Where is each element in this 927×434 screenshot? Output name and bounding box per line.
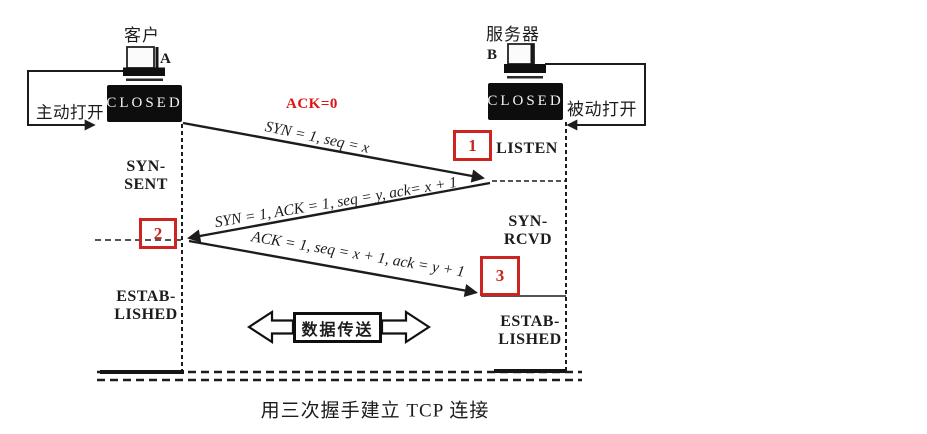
server-closed-state-box: CLOSED [487, 83, 563, 120]
client-closed-state-box: CLOSED [106, 85, 182, 122]
passive-open-label: 被动打开 [567, 100, 637, 119]
active-open-label: 主动打开 [36, 103, 104, 122]
step-marker-2: 2 [139, 218, 177, 249]
client-state-established: ESTAB- LISHED [114, 287, 178, 323]
client-state-syn-sent: SYN- SENT [124, 157, 168, 193]
client-computer-icon [123, 46, 165, 81]
server-title: 服务器 [486, 25, 540, 44]
server-state-syn-rcvd: SYN- RCVD [503, 212, 553, 248]
client-host-letter: A [160, 51, 171, 67]
data-transfer-left-arrow-icon [246, 309, 295, 345]
client-title: 客户 [124, 26, 160, 45]
ack-flag-note: ACK=0 [286, 96, 338, 112]
passive-open-arrow [545, 63, 646, 131]
active-open-arrow [27, 70, 123, 131]
segment-ack-arrow [188, 239, 478, 298]
step-marker-3: 3 [480, 256, 520, 296]
server-computer-icon [504, 43, 546, 79]
server-state-established: ESTAB- LISHED [498, 312, 562, 348]
diagram-caption: 用三次握手建立 TCP 连接 [260, 400, 490, 422]
server-host-letter: B [487, 47, 498, 63]
server-state-listen: LISTEN [496, 139, 558, 157]
data-transfer-box: 数据传送 [293, 312, 382, 343]
segment-syn-arrow [182, 121, 485, 183]
segment-synack-arrow [187, 181, 491, 243]
data-transfer-right-arrow-icon [380, 309, 432, 345]
step-marker-1: 1 [453, 130, 492, 161]
